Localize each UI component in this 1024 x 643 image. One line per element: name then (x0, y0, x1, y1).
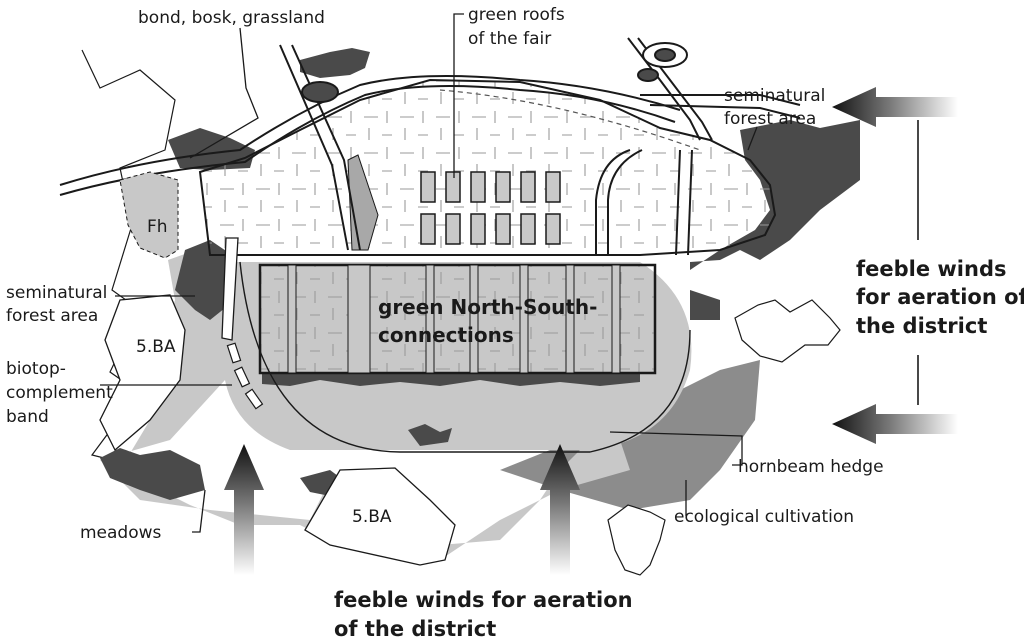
label-seminatural-left-1: seminatural (6, 283, 107, 303)
outline-plot-bottom-right (607, 504, 666, 576)
ba-plot-left (99, 294, 186, 452)
label-hornbeam: hornbeam hedge (738, 457, 884, 477)
label-ba-bottom: 5.BA (352, 507, 392, 527)
label-winds-right-1: feeble winds (856, 257, 1007, 281)
label-biotop-2: complement (6, 383, 113, 403)
forest-patch-right (690, 120, 860, 320)
label-seminatural-right-2: forest area (724, 109, 816, 129)
label-seminatural-left-2: forest area (6, 306, 98, 326)
biotop-band (221, 237, 239, 341)
wind-arrow-up-right (540, 444, 580, 575)
forest-patch-bottom-mid (408, 424, 452, 446)
green-ns-box (258, 263, 657, 375)
label-seminatural-right-1: seminatural (724, 86, 825, 106)
label-winds-right-2: for aeration of (856, 285, 1024, 309)
forest-patch-top-left (168, 128, 255, 170)
forest-patch-bottom-left (100, 448, 205, 500)
green-roofs (420, 171, 561, 245)
wind-arrow-up-left (224, 444, 264, 575)
wind-arrow-right-bottom (832, 404, 958, 444)
outline-plot-right (734, 299, 841, 363)
label-bond-bosk: bond, bosk, grassland (138, 8, 325, 28)
label-green-roofs-1: green roofs (468, 5, 565, 25)
label-green-ns-1: green North-South- (378, 295, 597, 319)
forest-patch-top (300, 48, 370, 78)
label-green-roofs-2: of the fair (468, 29, 551, 49)
label-ba-left: 5.BA (136, 337, 176, 357)
forest-patch-under-roofs (262, 372, 640, 386)
label-winds-bottom-1: feeble winds for aeration (334, 588, 633, 612)
label-biotop-3: band (6, 407, 49, 427)
label-winds-bottom-2: of the district (334, 617, 496, 641)
label-winds-right-3: the district (856, 314, 987, 338)
forest-patch-left (175, 240, 235, 320)
green-ns-strips (287, 264, 621, 374)
label-biotop-1: biotop- (6, 359, 66, 379)
label-green-ns-2: connections (378, 323, 514, 347)
roundabouts (301, 42, 688, 103)
ba-plot-bottom (304, 467, 456, 566)
label-fh: Fh (147, 217, 168, 237)
wind-arrow-right-top (832, 87, 958, 127)
label-ecological: ecological cultivation (674, 507, 854, 527)
roads (59, 37, 801, 256)
fh-plot (119, 171, 179, 259)
leader-lines (100, 13, 758, 533)
biotop-band-dashed (226, 342, 264, 410)
fair-area (198, 78, 777, 256)
label-meadows: meadows (80, 523, 162, 543)
dashed-edge (439, 89, 701, 151)
hornbeam-hedge-line (239, 261, 691, 453)
